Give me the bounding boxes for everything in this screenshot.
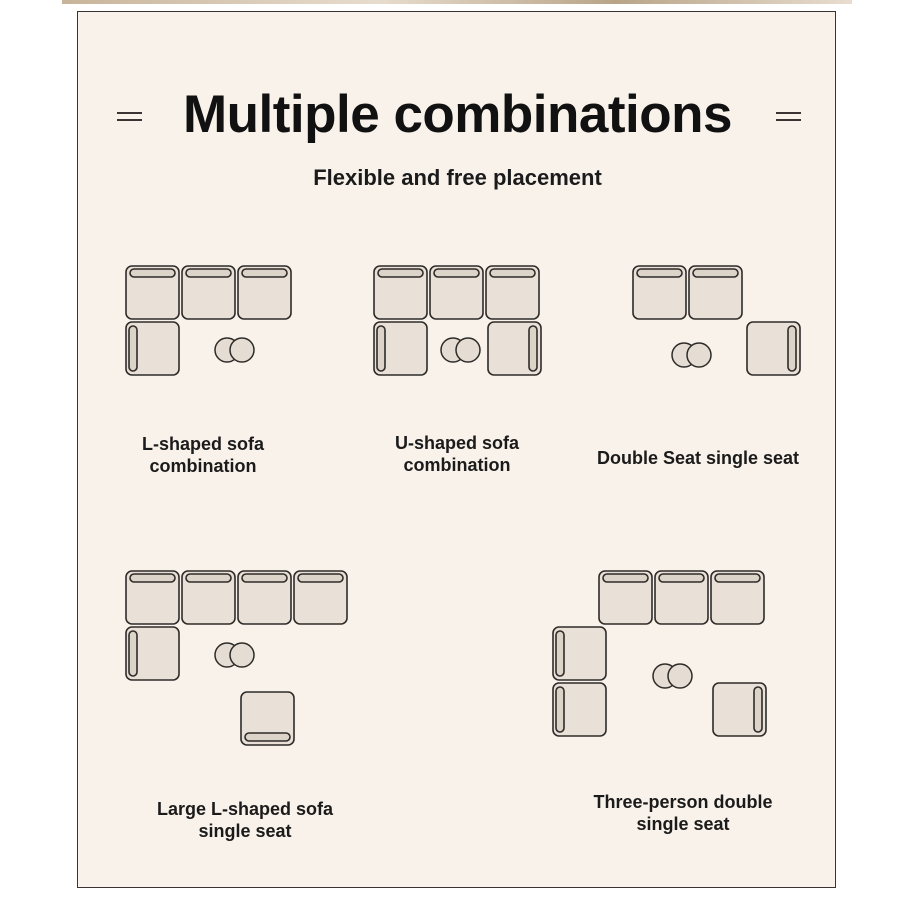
sofa-seat-left: [552, 682, 607, 737]
sofa-seat-top: [688, 265, 743, 320]
sofa-seat-top: [373, 265, 428, 320]
content-panel: [77, 11, 836, 888]
caption-line: L-shaped sofa: [141, 434, 265, 454]
sofa-seat-top: [485, 265, 540, 320]
coffee-table-icon: [440, 337, 481, 363]
sofa-seat-top: [237, 265, 292, 320]
coffee-table-icon: [214, 642, 255, 668]
top-image-strip: [62, 0, 852, 4]
sofa-seat-top: [237, 570, 292, 625]
u-shaped-sofa-diagram: [373, 265, 542, 376]
caption-line: combination: [149, 456, 257, 476]
caption-line: Double Seat single seat: [596, 448, 800, 468]
sofa-seat-top: [125, 570, 180, 625]
title-decoration-right: [776, 112, 801, 121]
coffee-table-icon: [652, 663, 693, 689]
sofa-seat-left: [373, 321, 428, 376]
caption-u-shaped: U-shaped sofa combination: [357, 432, 557, 476]
caption-double-single: Double Seat single seat: [578, 447, 818, 469]
coffee-table-icon: [671, 342, 712, 368]
large-l-shaped-sofa-diagram: [125, 570, 348, 746]
sofa-seat-top: [598, 570, 653, 625]
sofa-seat-top: [181, 265, 236, 320]
coffee-table-icon: [214, 337, 255, 363]
three-person-double-single-diagram: [552, 570, 767, 737]
sofa-seat-left: [125, 626, 180, 681]
caption-line: Large L-shaped sofa: [156, 799, 334, 819]
caption-line: U-shaped sofa: [394, 433, 520, 453]
page-subtitle: Flexible and free placement: [313, 165, 602, 190]
sofa-seat-top: [654, 570, 709, 625]
sofa-seat-top: [293, 570, 348, 625]
sofa-seat-right: [712, 682, 767, 737]
sofa-seat-top: [429, 265, 484, 320]
l-shaped-sofa-diagram: [125, 265, 292, 376]
sofa-seat-left: [552, 626, 607, 681]
caption-line: combination: [403, 455, 511, 475]
sofa-seat-top: [632, 265, 687, 320]
sofa-seat-left: [125, 321, 180, 376]
caption-large-l-shaped: Large L-shaped sofa single seat: [135, 798, 355, 842]
sofa-seat-right: [746, 321, 801, 376]
caption-line: Three-person double: [593, 792, 773, 812]
caption-three-person: Three-person double single seat: [568, 791, 798, 835]
caption-l-shaped: L-shaped sofa combination: [103, 433, 303, 477]
sofa-seat-bottom: [240, 691, 295, 746]
caption-line: single seat: [636, 814, 730, 834]
sofa-seat-top: [710, 570, 765, 625]
sofa-seat-top: [181, 570, 236, 625]
title-decoration-left: [117, 112, 142, 121]
sofa-seat-right: [487, 321, 542, 376]
caption-line: single seat: [198, 821, 292, 841]
double-single-seat-diagram: [632, 265, 801, 376]
page-title: Multiple combinations: [183, 85, 732, 144]
sofa-seat-top: [125, 265, 180, 320]
